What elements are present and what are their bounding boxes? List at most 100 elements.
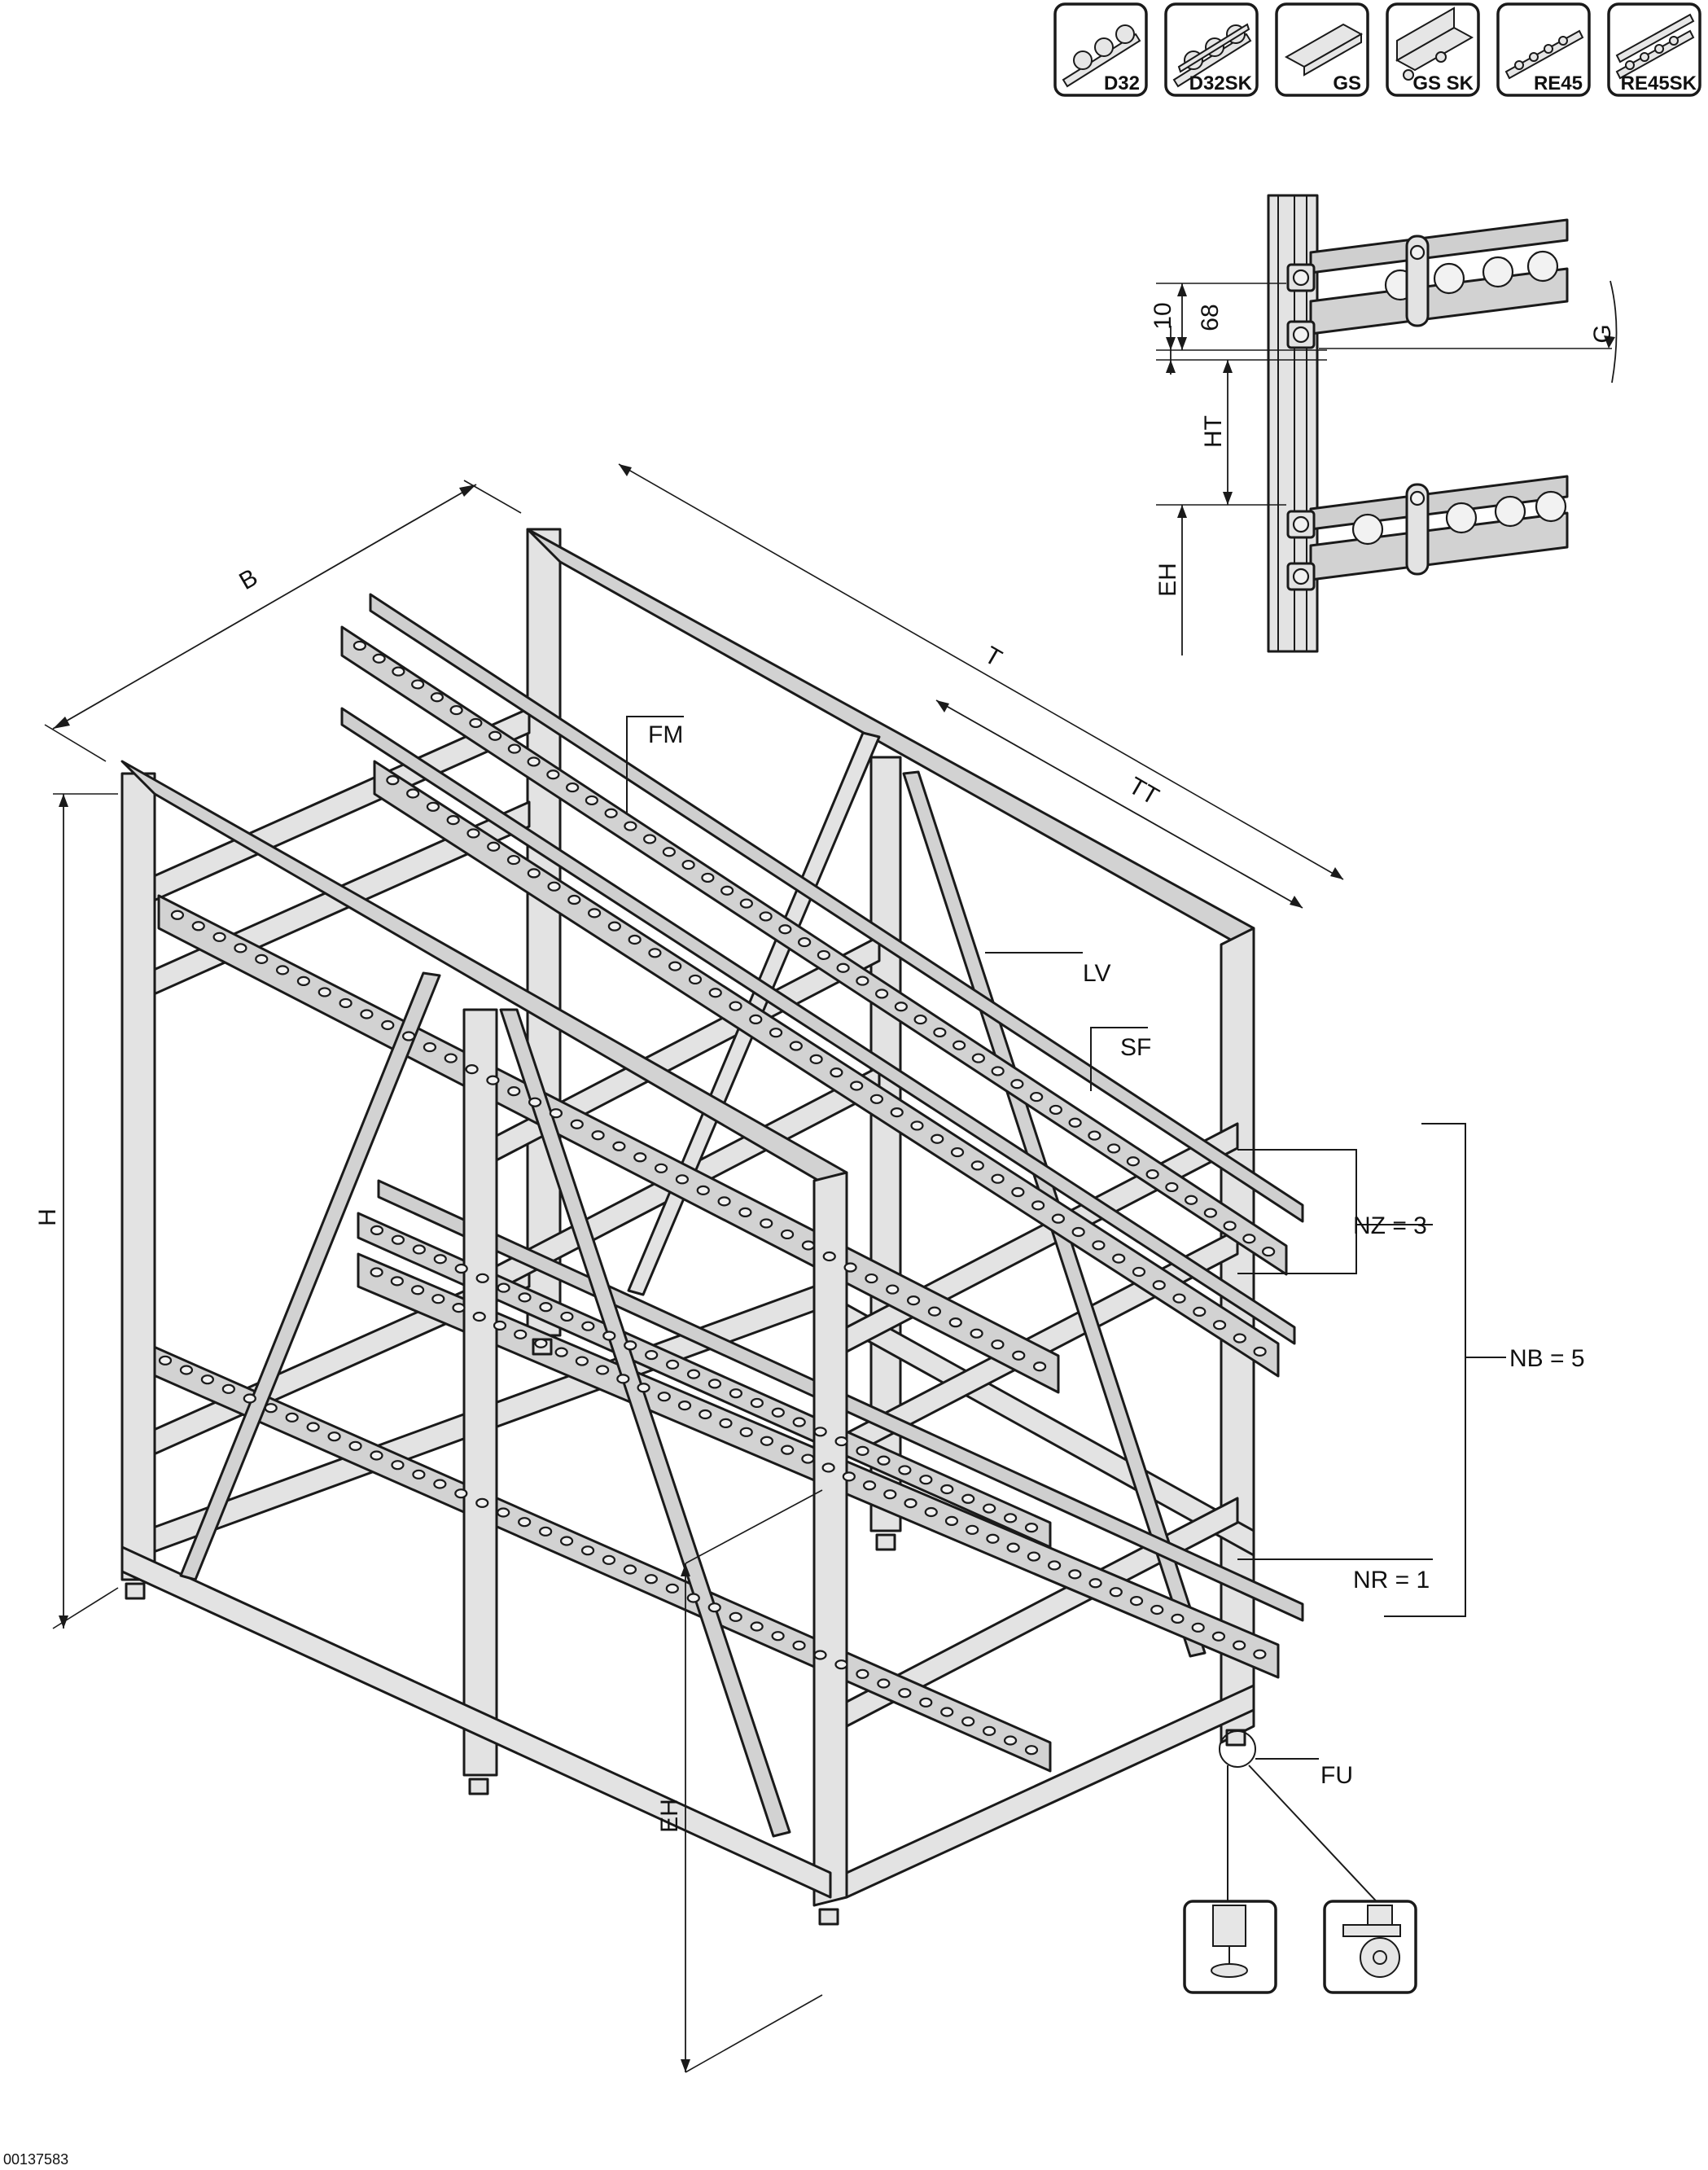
track-roller [1049,1104,1062,1116]
track-roller [475,1273,489,1283]
callout-sf: SF [1120,1034,1151,1061]
track-roller [919,1697,933,1708]
track-roller [729,1611,742,1622]
foot-option-leveling[interactable] [1183,1900,1277,1994]
callout-lv: LV [1083,960,1110,987]
icon-re45sk[interactable]: RE45SK [1607,2,1701,97]
track-roller [285,1412,299,1423]
icon-gs[interactable]: GS [1275,2,1369,97]
track-roller [234,943,247,953]
track-roller [877,1678,891,1689]
track-roller [221,1383,235,1394]
track-roller [821,1462,835,1473]
track-roller [1262,1246,1276,1257]
track-roller [1112,1253,1126,1264]
track-roller [580,1545,595,1556]
callout-fm: FM [648,721,683,748]
track-roller [628,934,642,945]
track-roller [699,1409,712,1420]
foot-option-castor[interactable] [1323,1900,1417,1994]
dim-label-g: G [1589,324,1616,343]
track-roller [904,1497,918,1509]
track-roller [469,717,483,729]
track-roller [1193,1306,1207,1317]
foot-callout-circle [1219,1730,1256,1768]
icon-d32[interactable]: D32 [1053,2,1148,97]
flow-rack [120,528,1304,1926]
detail-lower-rail [1286,475,1569,591]
track-roller [1212,1320,1227,1330]
track-roller [200,1374,214,1385]
track-roller [602,1554,616,1565]
track-roller [412,1244,426,1255]
castor-wheel-icon [1342,1905,1401,1978]
track-roller [546,769,560,780]
track-roller [1223,1221,1237,1231]
track-roller [983,1725,996,1736]
track-roller [986,1533,1000,1544]
track-roller [534,1338,548,1348]
dim-label-10: 10 [1150,302,1176,329]
track-roller [507,1086,521,1097]
track-roller [452,1302,466,1313]
track-roller [1027,1551,1040,1562]
track-roller [970,1160,984,1171]
icon-re45[interactable]: RE45 [1496,2,1591,97]
track-roller [1203,1208,1217,1218]
track-roller [567,894,581,905]
track-roller [933,1027,947,1038]
callouts: FM LV SF NZ = 3 NB = 5 NR = 1 FU [626,716,1585,1910]
track-roller [604,808,618,818]
glide-strip-icon [1284,23,1364,77]
track-roller [191,921,205,932]
track-roller [657,1392,671,1402]
track-roller [497,1507,510,1518]
track-roller [493,1320,507,1331]
track-roller [644,1574,658,1585]
glide-strip-side-guide-icon [1395,7,1474,81]
track-roller [961,1493,975,1504]
main-dimensions: B T TT H EH [34,463,1344,2073]
track-roller [645,1349,659,1361]
track-roller [843,1262,857,1273]
track-roller [834,1659,848,1670]
track-roller [1003,1735,1018,1746]
track-roller [581,1321,595,1331]
icon-label: RE45 [1534,72,1583,94]
track-roller [1003,1513,1018,1523]
track-roller [392,666,405,677]
track-roller [1150,1604,1164,1615]
wheel-rail-side-guide-icon [1615,13,1695,80]
track-roller [506,854,521,866]
dim-label-ht: HT [1200,415,1227,448]
dim-label-tt: TT [1124,772,1163,810]
track-roller [318,987,331,997]
track-roller [789,1041,803,1051]
icon-gs-sk[interactable]: GS SK [1386,2,1480,97]
track-roller [801,1453,815,1464]
front-middle-upright [462,1008,498,1777]
track-roller [1253,1649,1267,1659]
drawing-code: 00137583 [3,2151,68,2168]
track-roller [370,1267,383,1278]
bottom-right-side-beam [845,1684,1255,1899]
track-roller [624,1340,637,1351]
track-roller [750,1621,764,1632]
track-roller [780,1229,795,1240]
track-roller [412,1469,426,1480]
front-left-upright [120,772,156,1581]
icon-d32sk[interactable]: D32SK [1164,2,1259,97]
track-roller [381,1019,395,1031]
track-roller [1088,1130,1101,1141]
track-roller [940,1707,954,1717]
track-roller [566,782,580,793]
track-roller [883,1489,897,1500]
track-roller [1185,1195,1198,1205]
track-roller [391,1460,405,1471]
track-roller [688,974,703,985]
track-roller [1032,1361,1047,1372]
track-roller [1152,1280,1166,1291]
track-roller [648,948,662,958]
track-roller [654,1163,668,1173]
track-roller [423,1041,437,1053]
